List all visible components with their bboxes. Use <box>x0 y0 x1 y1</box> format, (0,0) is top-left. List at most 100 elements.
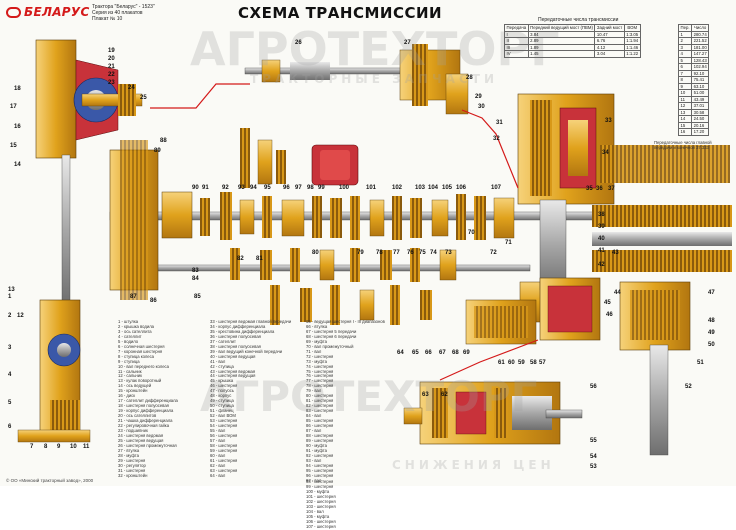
part-label: 103 <box>415 185 426 191</box>
part-label: 90 <box>192 185 199 191</box>
part-label: 25 <box>140 95 147 101</box>
part-label: 56 <box>590 384 597 390</box>
table-cell: 51.00 <box>691 89 710 97</box>
table-cell: 75.41 <box>691 76 710 84</box>
brand-logo: БЕЛАРУС <box>6 5 90 19</box>
legend-column-1: 1 - штулка 2 - крышка водила 3 - ось сат… <box>118 319 178 478</box>
part-label: 30 <box>478 104 485 110</box>
part-label: 95 <box>264 185 271 191</box>
part-label: 57 <box>539 360 546 366</box>
table-cell: 43.49 <box>691 95 710 103</box>
part-label: 69 <box>463 350 470 356</box>
table-cell: 1:1.22 <box>623 50 641 58</box>
table-cell: 17.20 <box>691 128 710 136</box>
part-label: 6 <box>8 424 12 430</box>
table-cell: 24.50 <box>691 115 710 123</box>
part-label: 62 <box>441 392 448 398</box>
part-label: 51 <box>697 360 704 366</box>
table-header-cell: Число <box>691 24 710 32</box>
part-label: 5 <box>8 400 12 406</box>
part-label: 64 <box>397 350 404 356</box>
table-cell: 37.01 <box>691 102 710 110</box>
part-label: 29 <box>475 94 482 100</box>
part-label: 91 <box>202 185 209 191</box>
part-label: 16 <box>14 124 21 130</box>
table-cell: 280.74 <box>691 30 710 38</box>
part-label: 31 <box>496 120 503 126</box>
part-label: 4 <box>8 372 12 378</box>
table-cell: 30.58 <box>691 108 710 116</box>
table-header-row: Пер.Число <box>677 24 710 32</box>
part-label: 34 <box>602 150 609 156</box>
table-cell: 1:3.05 <box>623 30 641 38</box>
part-label: 42 <box>598 262 605 268</box>
brand-name: БЕЛАРУС <box>24 5 90 19</box>
part-label: 63 <box>422 392 429 398</box>
part-label: 92 <box>222 185 229 191</box>
part-label: 19 <box>108 48 115 54</box>
part-label: 32 <box>493 136 500 142</box>
gearbox-gears <box>109 140 555 325</box>
part-label: 8 <box>44 444 48 450</box>
footer-copyright: © ОО «Минский тракторный завод», 2000 <box>6 478 94 483</box>
part-label: 26 <box>295 40 302 46</box>
part-label: 74 <box>430 250 437 256</box>
ratio-note: Передаточные числа главной передачи и ко… <box>654 140 712 150</box>
rear-axle-differential <box>517 93 732 291</box>
pto-drive-assembly <box>244 44 469 115</box>
part-label: 67 <box>439 350 446 356</box>
part-label: 54 <box>590 454 597 460</box>
part-label: 44 <box>614 290 621 296</box>
part-label: 35 <box>586 186 593 192</box>
part-label: 50 <box>708 342 715 348</box>
poster-title: СХЕМА ТРАНСМИССИИ <box>238 4 443 22</box>
table-cell: 221.52 <box>691 37 710 45</box>
part-label: 21 <box>108 64 115 70</box>
part-label: 97 <box>295 185 302 191</box>
part-label: 86 <box>150 298 157 304</box>
part-label: 28 <box>466 75 473 81</box>
part-label: 84 <box>192 276 199 282</box>
part-label: 53 <box>590 464 597 470</box>
part-label: 12 <box>17 313 24 319</box>
table-cell: 63.10 <box>691 82 710 90</box>
part-label: 39 <box>598 224 605 230</box>
part-label: 75 <box>419 250 426 256</box>
part-label: 73 <box>445 250 452 256</box>
part-label: 68 <box>452 350 459 356</box>
table-cell: 1:1.94 <box>623 37 641 45</box>
part-label: 22 <box>108 72 115 78</box>
part-label: 66 <box>425 350 432 356</box>
table-cell: 3.04 <box>594 50 625 58</box>
part-label: 41 <box>598 248 605 254</box>
part-label: 58 <box>530 360 537 366</box>
part-label: 71 <box>505 240 512 246</box>
ratio-table-title: Передаточные числа трансмиссии <box>538 17 619 23</box>
part-label: 20 <box>108 56 115 62</box>
part-label: 47 <box>708 290 715 296</box>
part-label: 43 <box>612 250 619 256</box>
part-label: 88 <box>160 138 167 144</box>
part-label: 38 <box>598 212 605 218</box>
table-cell: 102.94 <box>691 63 710 71</box>
part-label: 87 <box>130 294 137 300</box>
part-label: 3 <box>8 345 12 351</box>
part-label: 65 <box>412 350 419 356</box>
part-label: 85 <box>194 294 201 300</box>
part-label: 82 <box>237 256 244 262</box>
part-label: 101 <box>366 185 377 191</box>
part-label: 24 <box>128 85 135 91</box>
table-cell: 1:1.46 <box>623 43 641 51</box>
part-label: 89 <box>154 148 161 154</box>
front-axle-hub-top <box>35 39 143 306</box>
